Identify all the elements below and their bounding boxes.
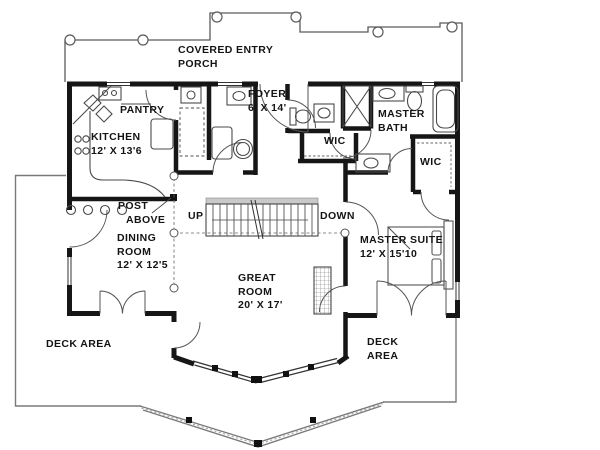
stairs-up-text: UP: [188, 210, 204, 222]
porch-posts: [64, 11, 458, 46]
fireplace: [313, 266, 332, 315]
kitchen-dims: 12' X 13'6: [91, 144, 143, 157]
stairs-down-text: DOWN: [320, 210, 355, 222]
deck-right-line2: AREA: [367, 349, 399, 362]
bed: [387, 220, 454, 290]
pantry-name: PANTRY: [120, 104, 165, 116]
wic-left-name: WIC: [324, 135, 346, 147]
label-dining-room: DINING ROOM 12' X 12'5: [117, 232, 168, 273]
deck-left-name: DECK AREA: [46, 338, 112, 350]
foyer-name: FOYER: [248, 88, 287, 100]
master-bath-fixtures: [342, 85, 459, 173]
post-reference-lines: [173, 178, 342, 286]
master-suite-name: MASTER SUITE: [360, 234, 443, 246]
closet-shelves: [304, 142, 452, 187]
label-wic-right: WIC: [420, 156, 442, 170]
label-deck-right: DECK AREA: [367, 336, 398, 363]
powder-room-fixtures: [289, 103, 335, 126]
great-room-dims: 20' X 17': [238, 299, 283, 311]
label-stairs-up: UP: [188, 210, 203, 224]
porch-label-line2: PORCH: [178, 57, 218, 70]
label-kitchen: KITCHEN 12' X 13'6: [91, 131, 142, 158]
dining-line1: DINING: [117, 232, 157, 244]
great-room-line1: GREAT: [238, 272, 276, 284]
stairs: [205, 197, 319, 240]
kitchen-name: KITCHEN: [91, 131, 141, 143]
windows: [67, 82, 460, 300]
great-room-line2: ROOM: [238, 285, 273, 298]
label-deck-left: DECK AREA: [46, 338, 112, 352]
label-post-above: POST ABOVE: [118, 200, 165, 227]
deck-railing-hatch: [141, 403, 383, 446]
interior-walls: [67, 84, 458, 358]
label-master-bath: MASTER BATH: [378, 108, 425, 135]
label-stairs-down: DOWN: [320, 210, 355, 224]
utility-fixtures: [179, 86, 254, 160]
post-above-line1: POST: [118, 200, 149, 212]
post-square: [170, 194, 177, 201]
dining-line2: ROOM: [117, 245, 152, 258]
master-suite-dims: 12' X 15'10: [360, 247, 418, 260]
prow-window-wall: [192, 357, 339, 384]
label-great-room: GREAT ROOM 20' X 17': [238, 272, 283, 313]
porch-label-line1: COVERED ENTRY: [178, 44, 274, 56]
post-markers: [169, 171, 350, 293]
kitchen-fixtures: [65, 85, 174, 216]
label-foyer: FOYER 6' X 14': [248, 88, 287, 115]
deck-right-line1: DECK: [367, 336, 399, 348]
master-bath-line1: MASTER: [378, 108, 425, 120]
prow-mullions: [212, 364, 314, 383]
post-above-line2: ABOVE: [126, 213, 166, 226]
dining-dims: 12' X 12'5: [117, 259, 169, 271]
label-master-suite: MASTER SUITE 12' X 15'10: [360, 234, 443, 261]
label-wic-left: WIC: [324, 135, 346, 149]
deck-railing-posts: [186, 417, 316, 447]
foyer-dims: 6' X 14': [248, 101, 287, 114]
label-covered-entry-porch: COVERED ENTRY PORCH: [178, 44, 273, 71]
wic-right-name: WIC: [420, 156, 442, 168]
porch-outline: [64, 12, 463, 82]
master-bath-line2: BATH: [378, 121, 408, 134]
label-pantry: PANTRY: [120, 104, 164, 118]
post-leader-line: [151, 197, 172, 214]
